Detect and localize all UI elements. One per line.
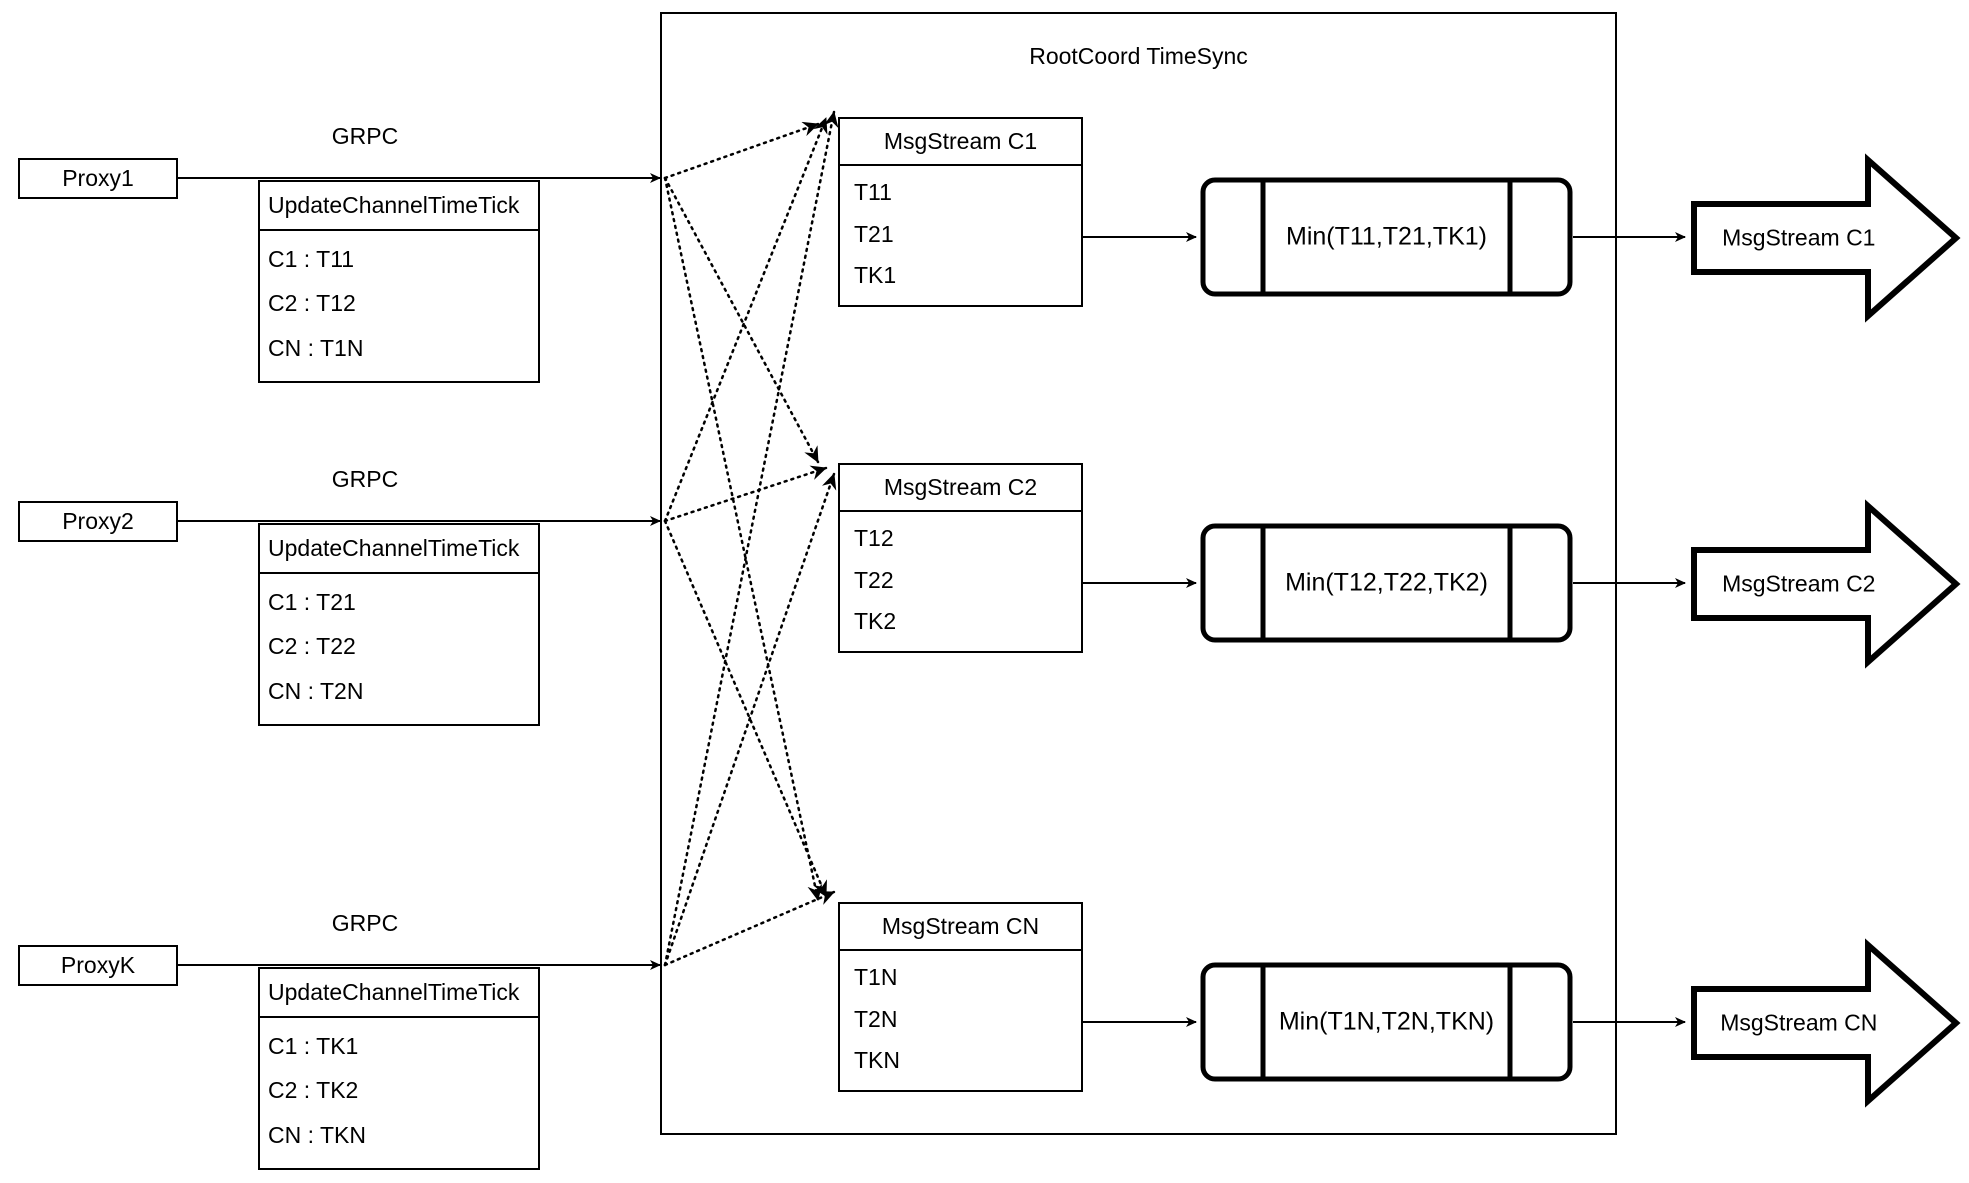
uct-row: C1 : T11 bbox=[268, 245, 355, 272]
proxy-box-2[interactable]: Proxy2 bbox=[18, 501, 178, 542]
uct-title: UpdateChannelTimeTick bbox=[260, 182, 538, 231]
proxy-box-3[interactable]: ProxyK bbox=[18, 945, 178, 986]
tick-row: T12 bbox=[854, 525, 894, 552]
process-shape bbox=[1200, 177, 1573, 297]
proxy-label: ProxyK bbox=[60, 952, 136, 978]
update-channel-timetick-table-3: UpdateChannelTimeTick C1 : TK1 C2 : TK2 … bbox=[258, 967, 540, 1170]
output-arrow-1: MsgStream C1 bbox=[1690, 152, 1962, 324]
output-label: MsgStream CN bbox=[1720, 1009, 1878, 1036]
msgstream-table-1: MsgStream C1 T11 T21 TK1 bbox=[838, 117, 1083, 307]
block-arrow-shape bbox=[1691, 499, 1961, 669]
uct-title: UpdateChannelTimeTick bbox=[260, 525, 538, 574]
process-shape bbox=[1200, 962, 1573, 1082]
update-channel-timetick-table-2: UpdateChannelTimeTick C1 : T21 C2 : T22 … bbox=[258, 523, 540, 726]
min-label: Min(T12,T22,TK2) bbox=[1285, 568, 1488, 597]
msgstream-table-3: MsgStream CN T1N T2N TKN bbox=[838, 902, 1083, 1092]
block-arrow-shape bbox=[1691, 153, 1961, 323]
msgstream-ticks: T11 T21 TK1 bbox=[840, 166, 1081, 305]
msgstream-ticks: T12 T22 TK2 bbox=[840, 512, 1081, 651]
msgstream-ticks: T1N T2N TKN bbox=[840, 951, 1081, 1090]
uct-row: CN : TKN bbox=[268, 1121, 366, 1148]
tick-row: TKN bbox=[854, 1047, 900, 1074]
msgstream-table-2: MsgStream C2 T12 T22 TK2 bbox=[838, 463, 1083, 653]
msgstream-title: MsgStream C2 bbox=[840, 465, 1081, 512]
tick-row: T1N bbox=[854, 964, 898, 991]
tick-row: TK2 bbox=[854, 608, 897, 635]
msgstream-title: MsgStream CN bbox=[840, 904, 1081, 951]
min-process-1: Min(T11,T21,TK1) bbox=[1200, 177, 1573, 297]
process-shape bbox=[1200, 523, 1573, 643]
tick-row: T2N bbox=[854, 1005, 898, 1032]
grpc-label-3: GRPC bbox=[331, 910, 399, 936]
output-arrow-3: MsgStream CN bbox=[1690, 937, 1962, 1109]
min-label: Min(T11,T21,TK1) bbox=[1286, 222, 1487, 251]
min-label: Min(T1N,T2N,TKN) bbox=[1278, 1007, 1495, 1036]
uct-row: CN : T1N bbox=[268, 334, 364, 361]
tick-row: T21 bbox=[854, 220, 894, 247]
msgstream-title: MsgStream C1 bbox=[840, 119, 1081, 166]
uct-row: C2 : T12 bbox=[268, 290, 356, 317]
min-process-3: Min(T1N,T2N,TKN) bbox=[1200, 962, 1573, 1082]
proxy-label: Proxy2 bbox=[62, 508, 134, 534]
uct-row: C2 : TK2 bbox=[268, 1077, 359, 1104]
block-arrow-shape bbox=[1691, 938, 1961, 1108]
grpc-label-1: GRPC bbox=[331, 123, 399, 149]
rootcoord-title: RootCoord TimeSync bbox=[1029, 43, 1248, 69]
grpc-label-2: GRPC bbox=[331, 466, 399, 492]
uct-row: C1 : T21 bbox=[268, 588, 356, 615]
output-label: MsgStream C2 bbox=[1722, 570, 1876, 597]
tick-row: T11 bbox=[854, 179, 892, 206]
proxy-box-1[interactable]: Proxy1 bbox=[18, 158, 178, 199]
tick-row: T22 bbox=[854, 566, 894, 593]
tick-row: TK1 bbox=[854, 262, 897, 289]
update-channel-timetick-table-1: UpdateChannelTimeTick C1 : T11 C2 : T12 … bbox=[258, 180, 540, 383]
uct-rows: C1 : T11 C2 : T12 CN : T1N bbox=[260, 231, 538, 381]
min-process-2: Min(T12,T22,TK2) bbox=[1200, 523, 1573, 643]
uct-rows: C1 : TK1 C2 : TK2 CN : TKN bbox=[260, 1018, 538, 1168]
output-arrow-2: MsgStream C2 bbox=[1690, 498, 1962, 670]
proxy-label: Proxy1 bbox=[62, 165, 134, 191]
uct-row: C1 : TK1 bbox=[268, 1032, 359, 1059]
uct-row: C2 : T22 bbox=[268, 633, 356, 660]
uct-row: CN : T2N bbox=[268, 677, 364, 704]
output-label: MsgStream C1 bbox=[1722, 224, 1876, 251]
rootcoord-container bbox=[660, 12, 1617, 1135]
uct-title: UpdateChannelTimeTick bbox=[260, 969, 538, 1018]
uct-rows: C1 : T21 C2 : T22 CN : T2N bbox=[260, 574, 538, 724]
